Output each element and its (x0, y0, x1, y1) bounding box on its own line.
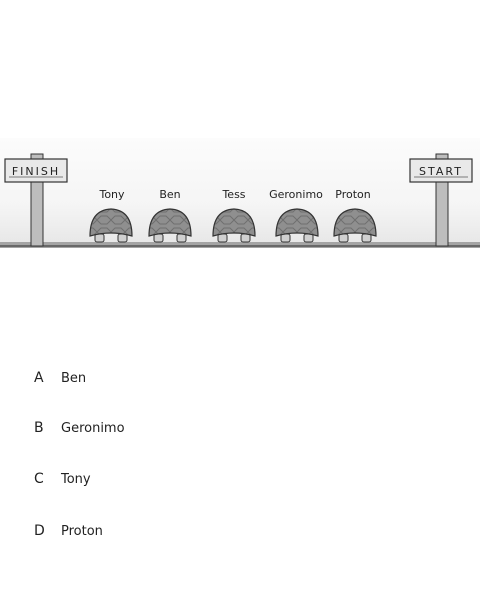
tortoise-icon (148, 208, 192, 243)
racer-name-tony: Tony (98, 188, 125, 201)
option-text: Ben (61, 370, 87, 386)
racer-name-geronimo: Geronimo (269, 188, 323, 201)
racer-name-ben: Ben (159, 188, 180, 201)
finish-label: FINISH (12, 165, 60, 178)
option-text: Geronimo (61, 420, 125, 436)
start-sign: START (409, 153, 473, 247)
option-text: Tony (61, 471, 91, 487)
racer-name-proton: Proton (335, 188, 370, 201)
tortoise-icon (275, 208, 319, 243)
option-letter: C (34, 471, 44, 487)
tortoise-icon (212, 208, 256, 243)
start-label: START (419, 165, 463, 178)
tortoise-icon (89, 208, 133, 243)
option-letter: B (34, 420, 44, 436)
option-text: Proton (61, 523, 103, 539)
finish-sign: FINISH (4, 153, 68, 247)
tortoise-icon (333, 208, 377, 243)
race-scene: FINISH START Tony Ben Tess Geronimo Prot… (0, 138, 480, 248)
option-letter: A (34, 370, 44, 386)
option-letter: D (34, 523, 45, 539)
ground-shadow (0, 242, 480, 248)
racer-name-tess: Tess (221, 188, 245, 201)
